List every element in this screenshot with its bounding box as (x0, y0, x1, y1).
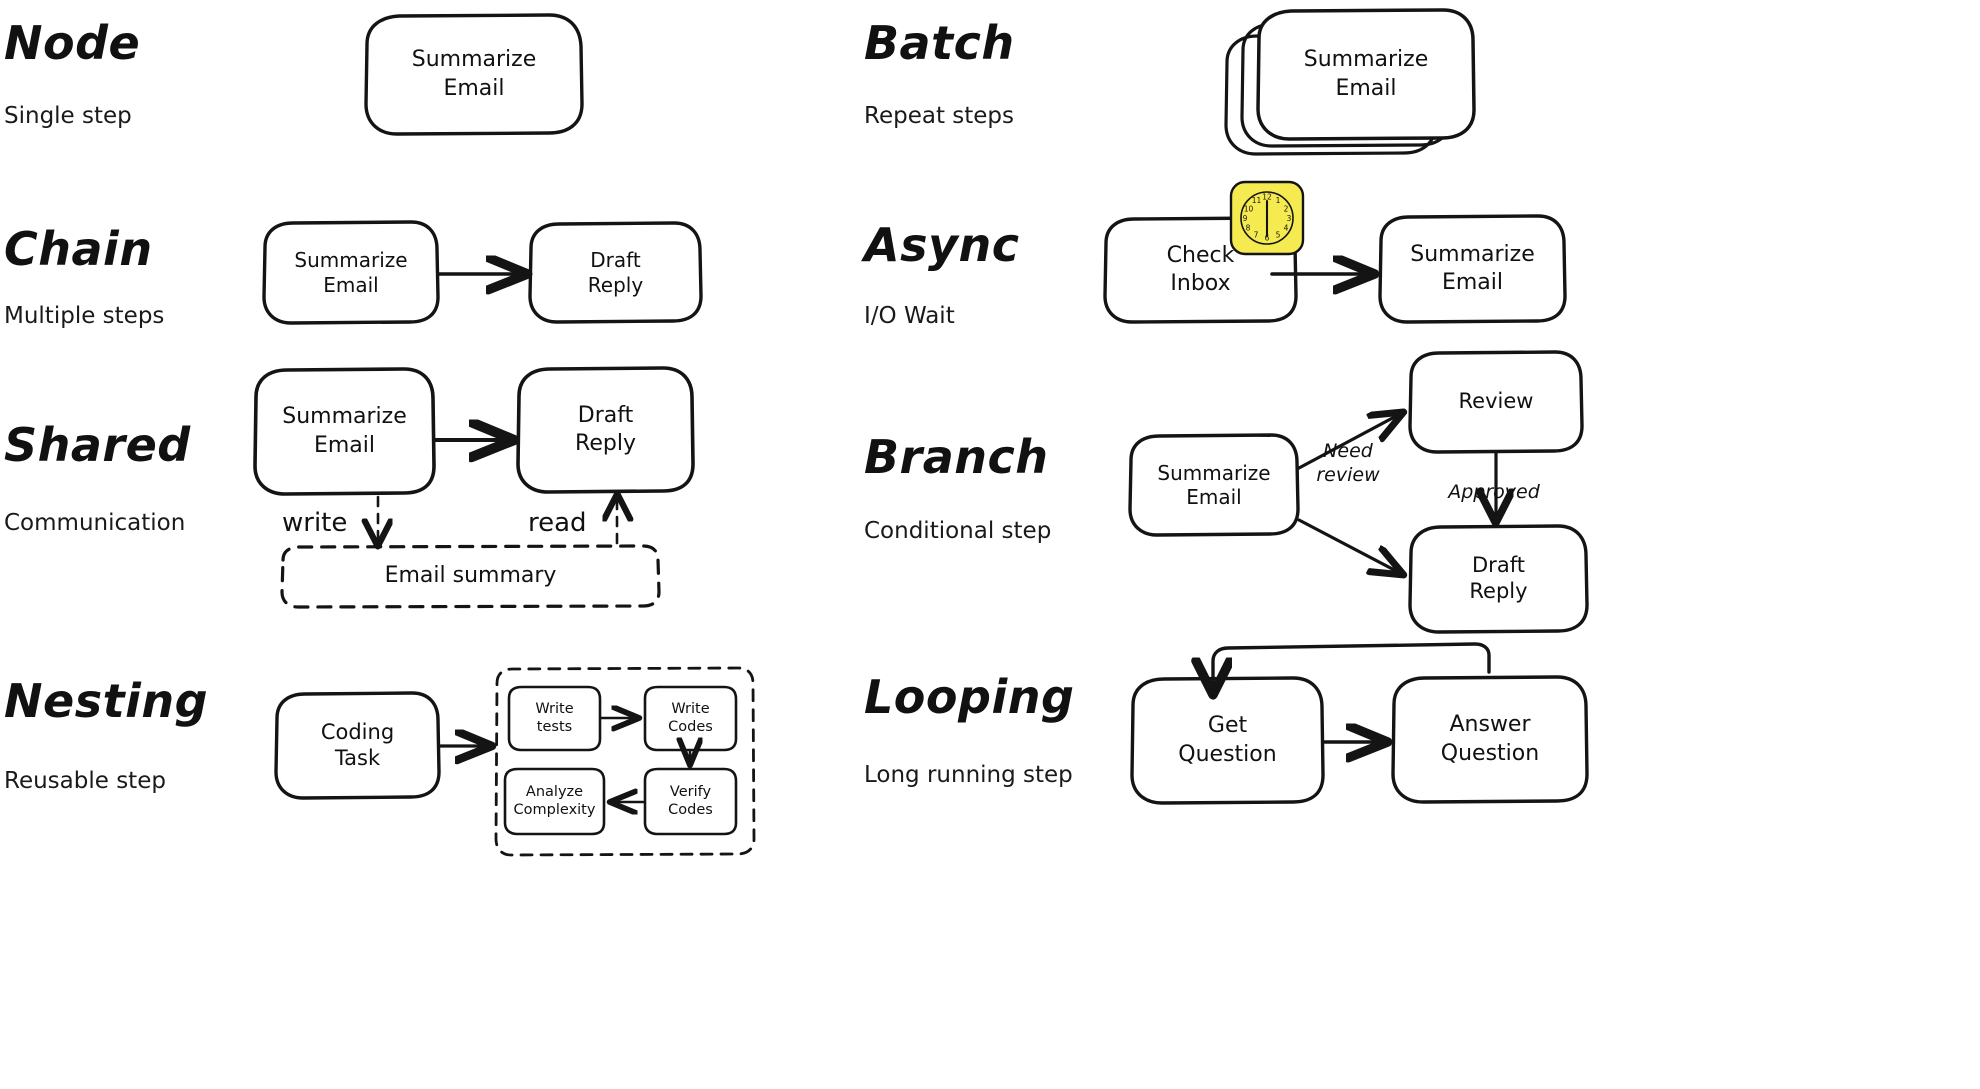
svg-text:8: 8 (1246, 224, 1251, 233)
looping-box-get-question (1130, 676, 1325, 805)
shared-box-draft-reply (516, 366, 695, 494)
clock-num-12: 12 (1262, 193, 1272, 202)
node-label-shared-summarize-email: Summarize Email (282, 404, 407, 458)
branch-arrow-direct (1297, 518, 1400, 573)
node-label-branch-review: Review (1458, 389, 1534, 414)
async-box-summarize-email (1378, 214, 1567, 324)
edge-label-read: read (528, 508, 587, 538)
chain-box-summarize-email (262, 220, 440, 325)
nesting-box-write-tests (507, 685, 602, 752)
shared-store-box (280, 544, 661, 609)
node-label-chain-draft-reply: Draft Reply (587, 248, 644, 297)
node-label-async-check-inbox: Check Inbox (1166, 242, 1235, 296)
pattern-subtitle-async: I/O Wait (864, 303, 955, 329)
pattern-subtitle-looping: Long running step (864, 762, 1073, 788)
node-label-async-summarize-email: Summarize Email (1410, 241, 1535, 295)
svg-text:11: 11 (1252, 196, 1262, 205)
nesting-box-write-codes (643, 685, 738, 752)
pattern-subtitle-shared: Communication (4, 510, 186, 536)
shared-box-summarize-email (253, 367, 436, 496)
svg-text:2: 2 (1284, 205, 1289, 214)
pattern-subtitle-nesting: Reusable step (4, 768, 166, 794)
pattern-subtitle-chain: Multiple steps (4, 303, 165, 329)
pattern-title-async: Async (864, 218, 1020, 272)
node-label-coding-task: Coding Task (320, 719, 395, 770)
nesting-box-analyze-complexity (503, 767, 606, 836)
node-label-get-question: Get Question (1178, 713, 1277, 767)
svg-text:3: 3 (1287, 214, 1292, 223)
looping-arrow-loopback (1213, 642, 1491, 688)
svg-text:7: 7 (1254, 231, 1259, 240)
pattern-title-branch: Branch (864, 430, 1049, 484)
node-label-summarize-email: Summarize Email (411, 47, 537, 101)
pattern-subtitle-node: Single step (4, 103, 132, 129)
edge-label-write: write (282, 508, 348, 538)
node-label-branch-draft-reply: Draft Reply (1469, 553, 1528, 603)
node-label-chain-summarize-email: Summarize Email (294, 248, 408, 297)
svg-text:9: 9 (1243, 214, 1248, 223)
node-label-verify-codes: Verify Codes (668, 784, 713, 818)
svg-text:5: 5 (1276, 231, 1281, 240)
node-label-write-tests: Write tests (535, 701, 574, 735)
async-box-check-inbox (1103, 216, 1298, 324)
branch-box-summarize-email (1128, 433, 1300, 537)
svg-text:4: 4 (1284, 224, 1289, 233)
clock-icon (1229, 180, 1305, 256)
pattern-title-batch: Batch (864, 16, 1015, 70)
nesting-subgraph-container (494, 666, 756, 857)
batch-box-stack (1224, 8, 1476, 156)
pattern-title-shared: Shared (4, 418, 191, 472)
node-label-analyze-complexity: Analyze Complexity (513, 784, 596, 818)
node-label-branch-summarize-email: Summarize Email (1157, 460, 1271, 509)
nesting-box-verify-codes (643, 767, 738, 836)
svg-text:6: 6 (1265, 234, 1270, 243)
node-label-batch-summarize-email: Summarize Email (1303, 47, 1429, 101)
pattern-title-looping: Looping (864, 670, 1075, 724)
pattern-title-nesting: Nesting (4, 674, 209, 728)
svg-text:1: 1 (1276, 196, 1281, 205)
node-box-summarize-email (364, 13, 584, 136)
branch-box-draft-reply (1408, 524, 1589, 634)
node-label-write-codes: Write Codes (668, 701, 713, 735)
pattern-title-node: Node (4, 16, 141, 70)
pattern-title-chain: Chain (4, 222, 153, 276)
edge-label-approved: Approved (1448, 481, 1540, 503)
edge-label-need-review: Need review (1316, 440, 1380, 486)
node-label-shared-draft-reply: Draft Reply (575, 402, 636, 456)
node-label-email-summary-store: Email summary (384, 563, 557, 589)
looping-box-answer-question (1391, 675, 1589, 804)
branch-box-review (1408, 350, 1584, 454)
svg-text:10: 10 (1244, 205, 1254, 214)
chain-box-draft-reply (528, 221, 703, 324)
pattern-subtitle-branch: Conditional step (864, 518, 1052, 544)
pattern-subtitle-batch: Repeat steps (864, 103, 1015, 129)
node-label-answer-question: Answer Question (1440, 712, 1540, 766)
nesting-box-coding-task (274, 691, 441, 800)
